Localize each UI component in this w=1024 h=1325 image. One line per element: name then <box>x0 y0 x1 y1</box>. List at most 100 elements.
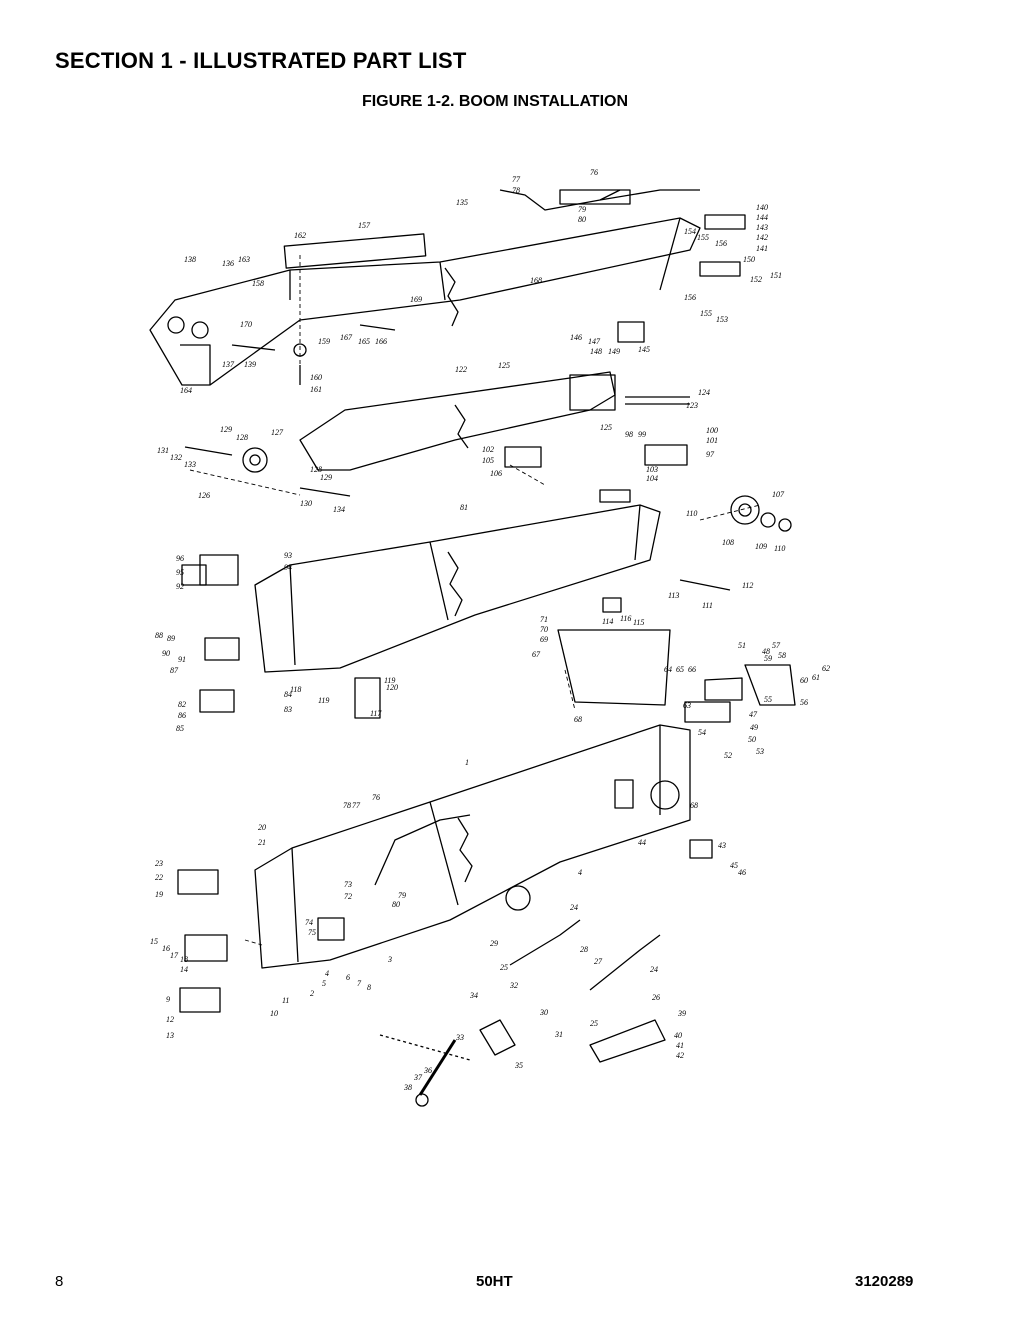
reference-lines <box>189 255 761 946</box>
callout: 137 <box>222 360 235 369</box>
callout: 28 <box>580 945 588 954</box>
callout: 104 <box>646 474 658 483</box>
callout: 21 <box>258 838 266 847</box>
callout: 156 <box>684 293 696 302</box>
callout: 93 <box>284 551 292 560</box>
callout: 50 <box>748 735 756 744</box>
callout: 128 <box>310 465 322 474</box>
callout: 10 <box>270 1009 278 1018</box>
callout: 2 <box>310 989 314 998</box>
callout: 103 <box>646 465 658 474</box>
callout: 140 <box>756 203 768 212</box>
callout: 170 <box>240 320 252 329</box>
callout: 129 <box>220 425 232 434</box>
callout: 151 <box>770 271 782 280</box>
callout-labels: 76 77 78 79 80 135 140 144 143 142 141 1… <box>150 168 830 1092</box>
callout: 4 <box>578 868 582 877</box>
callout: 79 <box>398 891 406 900</box>
callout: 23 <box>155 859 163 868</box>
callout: 132 <box>170 453 182 462</box>
callout: 19 <box>155 890 163 899</box>
callout: 125 <box>600 423 612 432</box>
callout: 95 <box>176 568 184 577</box>
callout: 72 <box>344 892 352 901</box>
callout: 105 <box>482 456 494 465</box>
callout: 12 <box>166 1015 174 1024</box>
callout: 13 <box>166 1031 174 1040</box>
callout: 18 <box>180 955 188 964</box>
callout: 90 <box>162 649 170 658</box>
callout: 32 <box>509 981 518 990</box>
callout: 123 <box>686 401 698 410</box>
callout: 7 <box>357 979 362 988</box>
callout: 8 <box>367 983 371 992</box>
callout: 164 <box>180 386 192 395</box>
callout: 126 <box>198 491 210 500</box>
callout: 155 <box>700 309 712 318</box>
callout: 17 <box>170 951 179 960</box>
callout: 30 <box>539 1008 548 1017</box>
callout: 153 <box>716 315 728 324</box>
callout: 114 <box>602 617 613 626</box>
callout: 78 <box>512 186 520 195</box>
callout: 118 <box>290 685 301 694</box>
callout: 74 <box>305 918 313 927</box>
callout: 59 <box>764 654 772 663</box>
callout: 113 <box>668 591 679 600</box>
callout: 94 <box>284 563 292 572</box>
callout: 130 <box>300 499 312 508</box>
callout: 40 <box>674 1031 682 1040</box>
callout: 36 <box>423 1066 432 1075</box>
callout: 38 <box>403 1083 412 1092</box>
callout: 73 <box>344 880 352 889</box>
callout: 79 <box>578 205 586 214</box>
callout: 16 <box>162 944 170 953</box>
callout: 97 <box>706 450 715 459</box>
callout: 9 <box>166 995 170 1004</box>
callout: 67 <box>532 650 541 659</box>
callout: 166 <box>375 337 387 346</box>
callout: 119 <box>318 696 329 705</box>
callout: 165 <box>358 337 370 346</box>
callout: 120 <box>386 683 398 692</box>
callout: 91 <box>178 655 186 664</box>
callout: 1 <box>465 758 469 767</box>
callout: 119 <box>384 676 395 685</box>
mid-boom-section <box>181 489 792 719</box>
callout: 128 <box>236 433 248 442</box>
model-name: 50HT <box>476 1273 513 1290</box>
callout: 106 <box>490 469 502 478</box>
callout: 131 <box>157 446 169 455</box>
callout: 42 <box>676 1051 684 1060</box>
callout: 99 <box>638 430 646 439</box>
callout: 63 <box>683 701 691 710</box>
callout: 142 <box>756 233 768 242</box>
callout: 31 <box>554 1030 563 1039</box>
callout: 66 <box>688 665 696 674</box>
callout: 80 <box>392 900 400 909</box>
callout: 89 <box>167 634 175 643</box>
callout: 39 <box>677 1009 686 1018</box>
callout: 15 <box>150 937 158 946</box>
callout: 100 <box>706 426 718 435</box>
callout: 69 <box>540 635 548 644</box>
figure-title: FIGURE 1-2. BOOM INSTALLATION <box>361 93 629 110</box>
callout: 41 <box>676 1041 684 1050</box>
callout: 56 <box>800 698 808 707</box>
callout: 77 <box>352 801 361 810</box>
callout: 5 <box>322 979 326 988</box>
callout: 149 <box>608 347 620 356</box>
callout: 88 <box>155 631 163 640</box>
callout: 68 <box>574 715 582 724</box>
callout: 116 <box>620 614 631 623</box>
callout: 47 <box>749 710 758 719</box>
callout: 58 <box>778 651 786 660</box>
callout: 57 <box>772 641 781 650</box>
callout: 33 <box>455 1033 464 1042</box>
callout: 115 <box>633 618 644 627</box>
callout: 11 <box>282 996 289 1005</box>
callout: 156 <box>715 239 727 248</box>
callout: 134 <box>333 505 345 514</box>
fly-boom-section <box>149 189 746 386</box>
